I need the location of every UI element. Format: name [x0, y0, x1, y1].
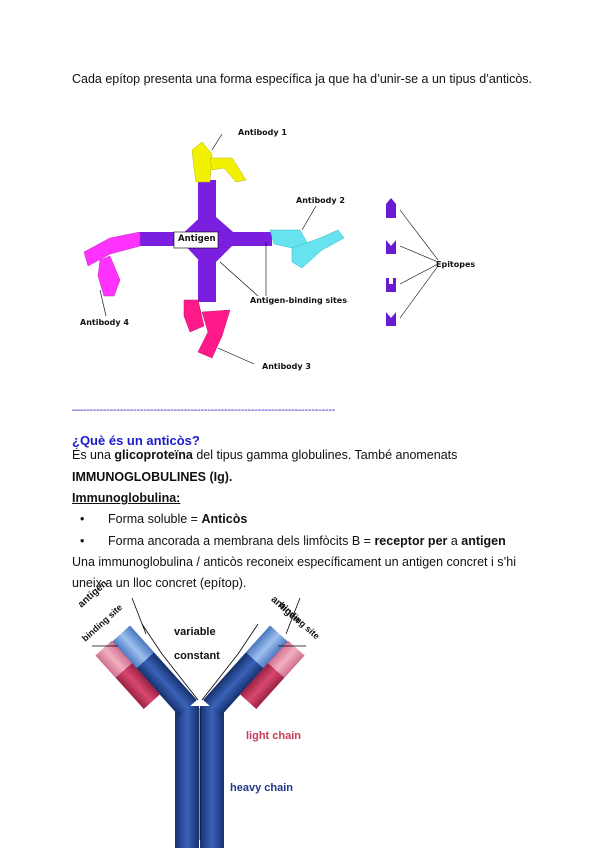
paragraph-immunoglobulines: IMMUNOGLOBULINES (Ig).: [72, 470, 233, 484]
label-antibody-2: Antibody 2: [296, 196, 345, 205]
text: És una: [72, 448, 115, 462]
heavy-chain-arm-left: [112, 625, 197, 717]
antibody-1-shape: [191, 141, 247, 183]
label-antibody-1: Antibody 1: [238, 128, 287, 137]
text: Forma soluble =: [108, 512, 202, 526]
bullet-marker: •: [80, 534, 85, 548]
figure2-arrows: [92, 597, 306, 840]
label-antigen: Antigen: [178, 234, 216, 244]
figure1-leader-lines: [99, 133, 439, 365]
antigen-figure: Antibody 1 Antibody 2 Antigen Antigen-bi…: [70, 120, 510, 390]
antibody-structure-svg: [92, 597, 306, 848]
label-heavy-chain: heavy chain: [230, 782, 293, 794]
heavy-chain-stem-left: [175, 706, 199, 848]
antigen-figure-svg: [83, 133, 439, 365]
antibody-4-shape: [83, 231, 141, 297]
heavy-chain-arm-right: [203, 625, 288, 717]
label-light-chain: light chain: [246, 730, 301, 742]
label-antibody-3: Antibody 3: [262, 362, 311, 371]
text: del tipus gamma globulines. També anomen…: [192, 448, 458, 462]
bullet-item-membrane: Forma ancorada a membrana dels limfòcits…: [108, 534, 506, 548]
intro-paragraph: Cada epítop presenta una forma específic…: [72, 72, 533, 86]
paragraph-recognition-1: Una immunoglobulina / anticòs reconeix e…: [72, 555, 516, 569]
label-epitopes: Epitopes: [436, 260, 476, 269]
section-heading: ¿Què és un anticòs?: [72, 433, 200, 448]
antigen-label-box: [173, 231, 219, 249]
label-antigen-binding-sites: Antigen-binding sites: [250, 296, 347, 305]
paragraph-recognition-2: uneix a un lloc concret (epítop).: [72, 576, 247, 590]
bullet-item-soluble: Forma soluble = Anticòs: [108, 512, 247, 526]
text: a: [447, 534, 462, 548]
section-divider: —---------------------------------------…: [72, 404, 335, 416]
heavy-chain-stem-right: [200, 706, 224, 848]
bold-term: glicoproteïna: [114, 448, 193, 462]
bold-term: receptor per: [374, 534, 448, 548]
bold-term: antigen: [461, 534, 506, 548]
paragraph-definition: És una glicoproteïna del tipus gamma glo…: [72, 448, 457, 462]
bullet-marker: •: [80, 512, 85, 526]
label-variable: variable: [174, 626, 216, 638]
text: Forma ancorada a membrana dels limfòcits…: [108, 534, 375, 548]
subheading-immunoglobulina: Immunoglobulina:: [72, 491, 181, 505]
antibody-2-shape: [269, 229, 345, 269]
antibody-3-shape: [183, 299, 231, 359]
label-constant: constant: [174, 650, 220, 662]
bold-term: Anticòs: [201, 512, 248, 526]
light-chain-left: [95, 640, 161, 710]
light-chain-right: [239, 640, 305, 710]
label-antibody-4: Antibody 4: [80, 318, 129, 327]
epitope-shapes: [386, 198, 396, 326]
antibody-structure-figure: antigen binding site antigen binding sit…: [70, 578, 370, 848]
